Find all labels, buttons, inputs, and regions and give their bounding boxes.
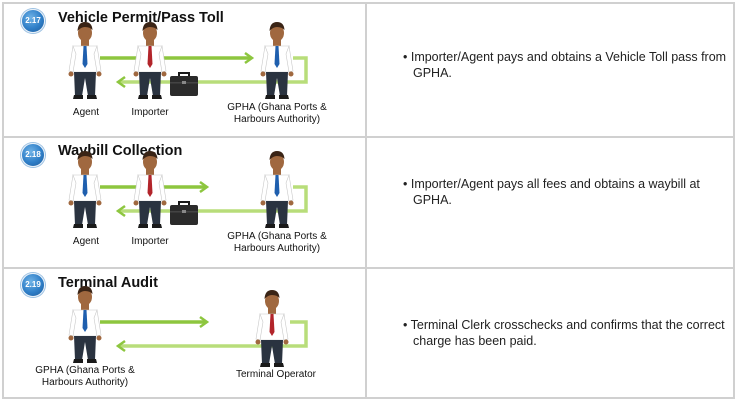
gpha-label-line1: GPHA (Ghana Ports & [227, 102, 327, 113]
table-column-divider [365, 2, 367, 399]
table-row-step-2-18 [2, 136, 735, 267]
row1-forward-arrow [100, 51, 255, 65]
row1-return-arrow [115, 56, 308, 89]
table-border-right [733, 2, 735, 399]
agent-label: Agent [72, 107, 100, 118]
importer-label: Importer [131, 236, 169, 247]
step-number-badge: 2.17 [21, 9, 45, 33]
briefcase-icon [169, 72, 199, 97]
importer-figure [133, 150, 167, 229]
gpha-label-line2: Harbours Authority) [233, 114, 321, 125]
agent-figure [68, 21, 102, 100]
gpha-label-line2: Harbours Authority) [41, 377, 129, 388]
briefcase-icon [169, 201, 199, 226]
gpha-label: GPHA (Ghana Ports & Harbours Authority) [222, 231, 332, 255]
table-row-step-2-17 [2, 2, 735, 136]
row3-return-arrow [115, 320, 308, 353]
gpha-label: GPHA (Ghana Ports & Harbours Authority) [30, 365, 140, 389]
gpha-figure [68, 285, 102, 364]
agent-figure [68, 150, 102, 229]
importer-label: Importer [131, 107, 169, 118]
gpha-label: GPHA (Ghana Ports & Harbours Authority) [222, 102, 332, 126]
step-description: • Terminal Clerk crosschecks and confirm… [403, 318, 725, 348]
agent-label: Agent [72, 236, 100, 247]
terminal-operator-label: Terminal Operator [235, 369, 317, 380]
table-row-step-2-19 [2, 267, 735, 399]
row2-return-arrow [115, 185, 308, 218]
row3-forward-arrow [100, 315, 210, 329]
step-description: • Importer/Agent pays and obtains a Vehi… [403, 50, 727, 80]
step-number-badge: 2.19 [21, 273, 45, 297]
gpha-figure [260, 21, 294, 100]
terminal-operator-figure [255, 289, 289, 368]
step-title: Vehicle Permit/Pass Toll [58, 10, 224, 26]
step-number-badge: 2.18 [21, 143, 45, 167]
gpha-label-line2: Harbours Authority) [233, 243, 321, 254]
importer-figure [133, 21, 167, 100]
gpha-figure [260, 150, 294, 229]
step-description: • Importer/Agent pays all fees and obtai… [403, 177, 700, 207]
gpha-label-line1: GPHA (Ghana Ports & [227, 231, 327, 242]
table-border-left [2, 2, 4, 399]
gpha-label-line1: GPHA (Ghana Ports & [35, 365, 135, 376]
